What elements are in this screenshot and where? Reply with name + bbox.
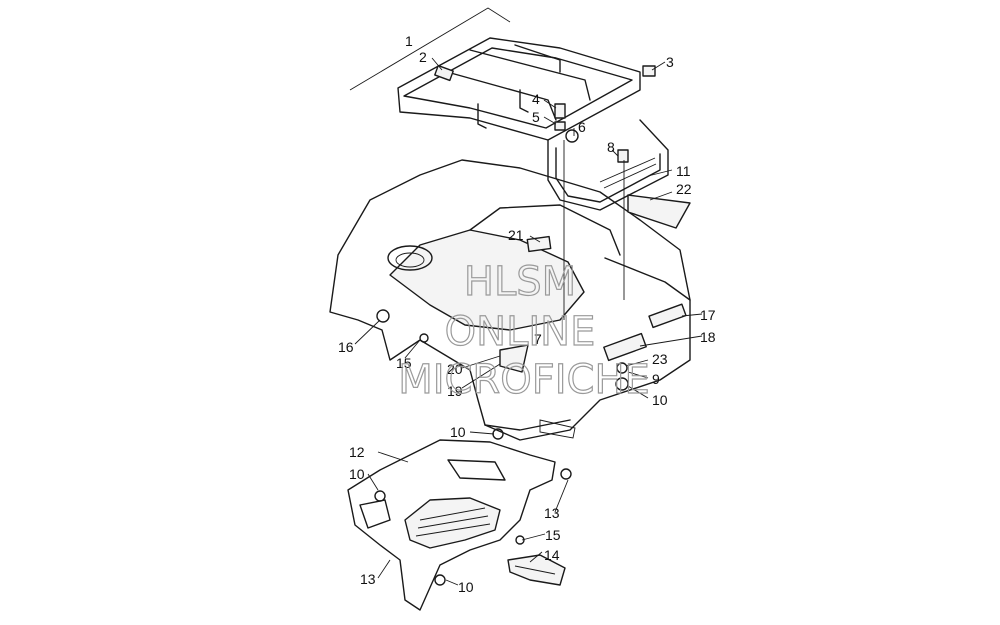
- callout-22: 22: [676, 181, 692, 197]
- callout-23: 23: [652, 351, 668, 367]
- callout-10-fender: 10: [652, 392, 668, 408]
- callout-labels: 1 2 3 4 5 6 7 8 9 10 10 10 10 11 12 13 1…: [338, 33, 716, 595]
- callout-6: 6: [578, 119, 586, 135]
- callout-12: 12: [349, 444, 365, 460]
- callout-3: 3: [666, 54, 674, 70]
- footrest: [507, 554, 566, 586]
- leader-lines: [354, 57, 703, 586]
- callout-19: 19: [447, 383, 463, 399]
- callout-8: 8: [607, 139, 615, 155]
- footwell: [347, 428, 556, 611]
- watermark: HLSM ONLINE MICROFICHE: [398, 258, 651, 403]
- callout-14: 14: [544, 547, 560, 563]
- hardware: [419, 65, 656, 545]
- callout-10-bottom: 10: [458, 579, 474, 595]
- rear-fender: [329, 159, 691, 441]
- callout-5: 5: [532, 109, 540, 125]
- callout-1: 1: [405, 33, 413, 49]
- callout-4: 4: [532, 91, 540, 107]
- assembly-bracket: [349, 7, 511, 91]
- watermark-line-2: ONLINE: [445, 309, 596, 355]
- callout-10-footwell: 10: [349, 466, 365, 482]
- callout-7: 7: [534, 331, 542, 347]
- callout-11: 11: [676, 163, 691, 179]
- callout-21: 21: [508, 227, 524, 243]
- callout-15-footrest: 15: [545, 527, 561, 543]
- callout-13-right: 13: [544, 505, 560, 521]
- callout-2: 2: [419, 49, 427, 65]
- callout-9: 9: [652, 371, 660, 387]
- watermark-line-3: MICROFICHE: [398, 357, 650, 403]
- callout-20: 20: [447, 361, 463, 377]
- rear-rack: [397, 37, 669, 211]
- callout-18: 18: [700, 329, 716, 345]
- callout-17: 17: [700, 307, 716, 323]
- callout-10-upper: 10: [450, 424, 466, 440]
- callout-13-left: 13: [360, 571, 376, 587]
- callout-15-fender: 15: [396, 355, 412, 371]
- watermark-line-1: HLSM: [464, 259, 576, 305]
- callout-16: 16: [338, 339, 354, 355]
